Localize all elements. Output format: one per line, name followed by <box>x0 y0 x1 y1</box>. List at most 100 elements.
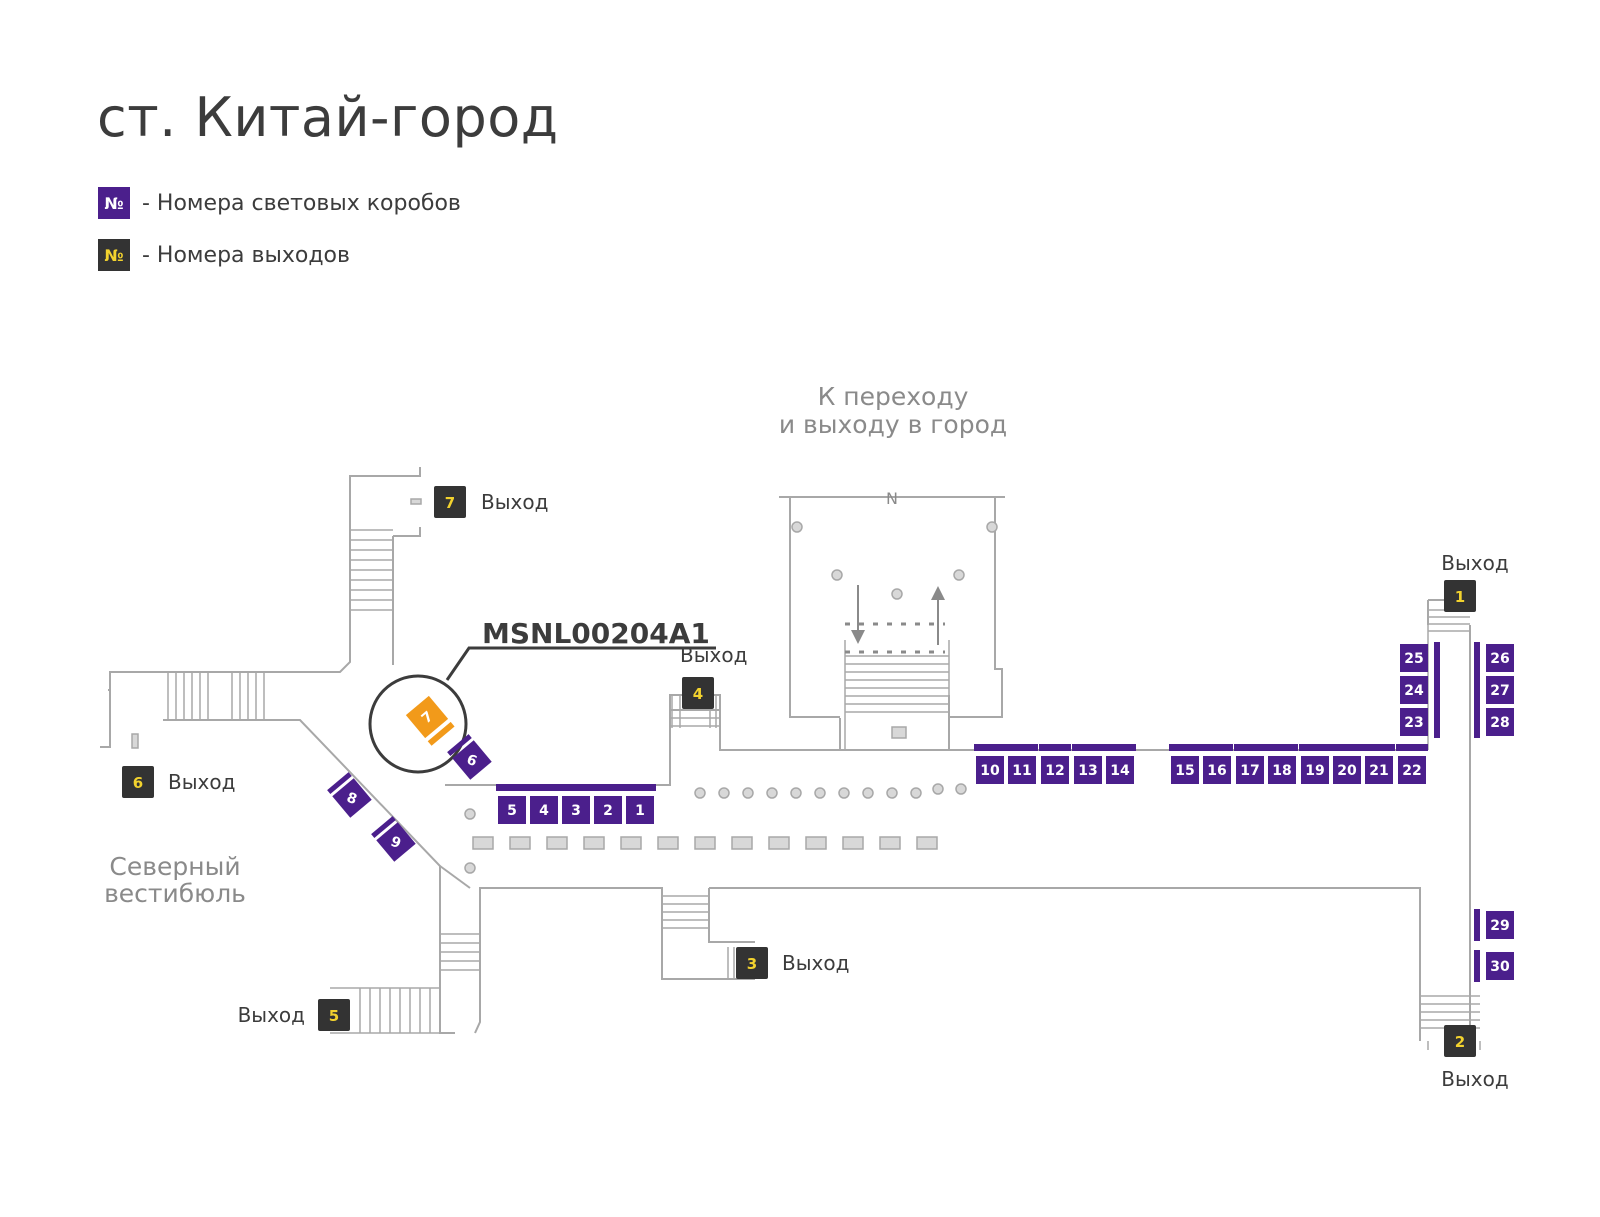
stairs-exit3 <box>662 895 747 979</box>
transfer-arrows <box>845 585 945 654</box>
lightbox-bar <box>1434 642 1440 674</box>
lightbox-label: 20 <box>1337 763 1357 779</box>
exit-number: 6 <box>133 774 143 792</box>
lightbox-bar <box>974 744 1006 751</box>
lightbox-5: 5 <box>496 784 528 824</box>
lightbox-label: 24 <box>1404 683 1424 699</box>
lightbox-9: 9 <box>371 816 416 862</box>
stairs-exit5 <box>330 933 480 1034</box>
lightbox-label: 23 <box>1404 715 1423 731</box>
lightbox-label: 2 <box>603 803 613 819</box>
arrow-down-icon <box>851 630 865 644</box>
lightbox-21: 21 <box>1363 744 1395 784</box>
lightbox-label: 25 <box>1404 651 1423 667</box>
north-vestibule-line1: Северный <box>109 852 240 881</box>
lightbox-bar <box>1266 744 1298 751</box>
lightbox-bar <box>1201 744 1233 751</box>
exit-word: Выход <box>1441 551 1508 575</box>
lightbox-label: 29 <box>1490 918 1509 934</box>
lightbox-label: 3 <box>571 803 581 819</box>
lightbox-label: 28 <box>1490 715 1509 731</box>
north-vestibule-line2: вестибюль <box>104 879 246 908</box>
lightbox-12: 12 <box>1039 744 1071 784</box>
lightbox-bar <box>327 772 352 794</box>
lightbox-label: 27 <box>1490 683 1509 699</box>
highlight-callout: MSNL00204A1 7 <box>368 617 716 774</box>
exit-6: 6 Выход <box>122 766 235 798</box>
exit-badge <box>318 999 350 1031</box>
lightbox-14: 14 <box>1104 744 1136 784</box>
lightbox-bar <box>1474 706 1480 738</box>
lightbox-13: 13 <box>1072 744 1104 784</box>
lightbox-label: 30 <box>1490 959 1510 975</box>
highlight-code: MSNL00204A1 <box>482 617 710 650</box>
lightbox-1: 1 <box>624 784 656 824</box>
lightbox-bar <box>1169 744 1201 751</box>
page-title: ст. Китай-город <box>97 86 559 149</box>
exit-word: Выход <box>1441 1067 1508 1091</box>
stairs-exit6 <box>167 672 265 720</box>
exit-number: 5 <box>329 1007 339 1025</box>
lightbox-bar <box>1434 674 1440 706</box>
exit-badge <box>434 486 466 518</box>
lightbox-label: 26 <box>1490 651 1509 667</box>
highlighted-lightbox-7: 7 <box>405 695 455 746</box>
lightbox-bar <box>560 784 592 791</box>
lightbox-bar <box>447 734 472 756</box>
lightbox-bar <box>1006 744 1038 751</box>
lightbox-22: 22 <box>1396 744 1428 784</box>
stairs-exit4 <box>670 695 720 728</box>
lightbox-bar <box>1396 744 1428 751</box>
exit-number: 2 <box>1455 1033 1465 1051</box>
lightbox-label: 1 <box>635 803 645 819</box>
lightbox-2: 2 <box>592 784 624 824</box>
columns <box>131 498 998 874</box>
exit-5: 5 Выход <box>238 999 350 1031</box>
exit-badge <box>736 947 768 979</box>
exit-word: Выход <box>238 1003 305 1027</box>
lightbox-label: 10 <box>980 763 1000 779</box>
lightbox-bar <box>1072 744 1104 751</box>
lightbox-8: 8 <box>327 772 372 818</box>
lightbox-bar <box>1331 744 1363 751</box>
lightbox-25: 25 <box>1400 642 1440 674</box>
exit-word: Выход <box>481 490 548 514</box>
lightbox-bar <box>1363 744 1395 751</box>
lightbox-bar <box>1474 674 1480 706</box>
lightbox-bar <box>624 784 656 791</box>
lightbox-15: 15 <box>1169 744 1201 784</box>
lightbox-label: 5 <box>507 803 517 819</box>
stairs-transfer <box>844 640 950 750</box>
exit-badge <box>1444 1025 1476 1057</box>
lightbox-bar <box>528 784 560 791</box>
legend-lightbox-text: - Номера световых коробов <box>142 190 461 216</box>
lightbox-23: 23 <box>1400 706 1440 738</box>
lightbox-bar <box>1104 744 1136 751</box>
lightbox-6: 6 <box>447 734 492 780</box>
lightbox-16: 16 <box>1201 744 1233 784</box>
legend-exit-text: - Номера выходов <box>142 242 350 268</box>
legend-exit-swatch: № <box>98 239 130 271</box>
exit-number: 7 <box>445 494 455 512</box>
lightbox-28: 28 <box>1474 706 1514 738</box>
lightbox-18: 18 <box>1266 744 1298 784</box>
compass-label: N <box>886 489 898 508</box>
lightbox-3: 3 <box>560 784 592 824</box>
lightbox-label: 16 <box>1207 763 1226 779</box>
exit-badge <box>682 677 714 709</box>
exit-word: Выход <box>782 951 849 975</box>
lightbox-label: 12 <box>1045 763 1064 779</box>
exit-badge <box>122 766 154 798</box>
lightbox-bar <box>1474 642 1480 674</box>
exit-word: Выход <box>680 643 747 667</box>
highlight-circle <box>368 674 468 774</box>
lightbox-label: 19 <box>1305 763 1324 779</box>
transfer-label-line1: К переходу <box>818 382 969 411</box>
exit-word: Выход <box>168 770 235 794</box>
lightbox-label: 17 <box>1240 763 1259 779</box>
lightbox-label: 22 <box>1402 763 1421 779</box>
lightbox-bar <box>371 816 396 838</box>
